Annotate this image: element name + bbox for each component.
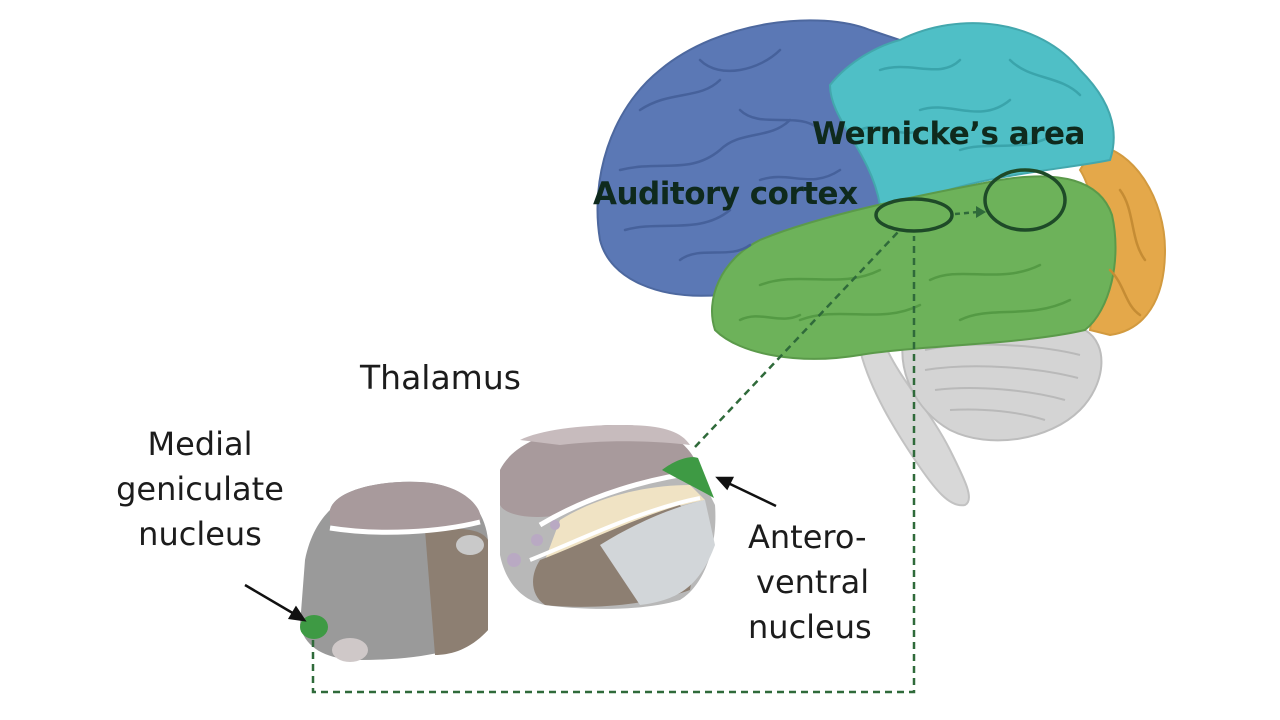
medial-geniculate-label: Medial geniculate nucleus xyxy=(100,422,300,557)
temporal-lobe xyxy=(711,175,1117,360)
pathway-av-to-auditory xyxy=(694,231,899,448)
mgn-pointer-head xyxy=(287,605,307,622)
brain xyxy=(596,19,1167,507)
pathway-mgn-to-auditory xyxy=(311,236,916,694)
wernicke-area-label: Wernicke’s area xyxy=(812,116,1085,152)
av-label-line1: Antero- xyxy=(748,518,867,556)
auditory-to-wernicke-arrowhead xyxy=(976,206,986,218)
av-label-line2: ventral xyxy=(756,563,870,601)
mgn-label-line2: geniculate xyxy=(116,470,284,508)
thalamus-left-block xyxy=(300,481,488,662)
mgn-pointer-line xyxy=(244,583,297,617)
auditory-to-wernicke-arrow xyxy=(954,210,979,216)
thalamus-right-block xyxy=(500,425,716,609)
brain-folds xyxy=(618,48,1147,322)
anteroventral-patch xyxy=(662,457,714,498)
auditory-cortex-label: Auditory cortex xyxy=(593,176,858,212)
pointer-arrows xyxy=(244,476,777,622)
av-label-line3: nucleus xyxy=(748,608,872,646)
av-pointer-line xyxy=(727,481,777,508)
parietal-lobe xyxy=(828,22,1115,207)
cerebellum-folds xyxy=(924,343,1081,421)
thalamus xyxy=(300,425,716,662)
wernicke-area-outline xyxy=(983,168,1067,232)
medial-geniculate-dot xyxy=(300,615,328,639)
auditory-cortex-outline xyxy=(874,197,954,233)
mgn-label-line1: Medial xyxy=(147,425,253,463)
thalamus-label: Thalamus xyxy=(360,358,521,397)
anteroventral-label: Antero- ventral nucleus xyxy=(748,515,898,650)
av-pointer-head xyxy=(715,476,735,491)
pathways xyxy=(311,231,916,694)
mgn-label-line3: nucleus xyxy=(138,515,262,553)
